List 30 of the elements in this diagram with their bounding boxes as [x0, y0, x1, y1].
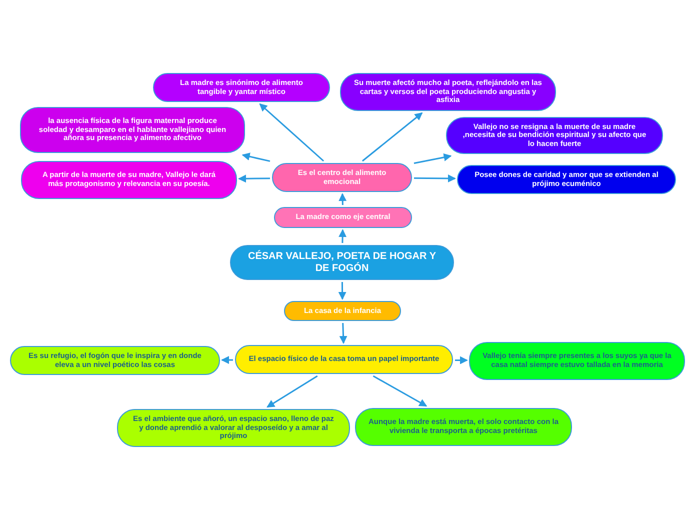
topic-box: [117, 409, 350, 447]
arrow: [414, 174, 456, 182]
topic-box: [20, 107, 245, 153]
arrow: [238, 174, 270, 183]
arrow: [259, 103, 324, 162]
arrow: [339, 322, 348, 344]
topic-box: [355, 408, 572, 446]
topic-box: [274, 207, 412, 228]
topic-text: CÉSAR VALLEJO, POETA DE HOGAR Y DE FOGÓN: [247, 251, 437, 274]
topic-box: [457, 165, 676, 194]
arrow: [242, 152, 270, 162]
topic-box: [21, 161, 237, 199]
topic-box: [10, 346, 220, 375]
topic-box: [446, 117, 663, 154]
arrow: [455, 356, 468, 364]
arrow: [338, 282, 346, 300]
arrow: [221, 356, 233, 364]
arrow: [266, 375, 318, 408]
topic-box: [153, 73, 330, 102]
central-topic-box: [230, 245, 454, 280]
arrow: [338, 193, 347, 206]
topic-box: [284, 301, 401, 321]
topic-box: [272, 163, 412, 192]
topic-box: [469, 342, 685, 380]
arrow: [372, 375, 428, 407]
topic-box: [340, 73, 556, 111]
arrow: [362, 112, 423, 162]
topic-box: [235, 345, 453, 374]
arrow: [338, 229, 347, 244]
arrow: [414, 153, 452, 164]
